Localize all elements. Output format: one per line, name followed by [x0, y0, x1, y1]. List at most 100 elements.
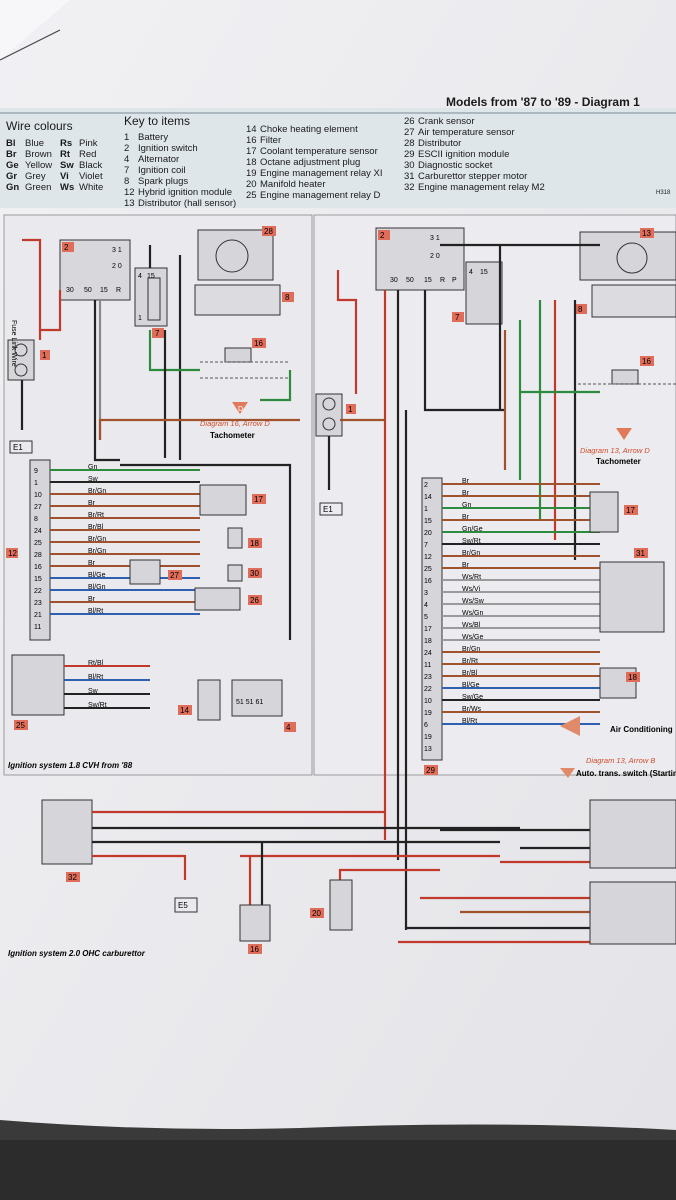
left-module-pins: 9Gn1Sw10Br/Gn27Br8Br/Rt24Br/Bl25Br/Gn28B… [34, 464, 200, 631]
module-pin-number: 22 [424, 686, 432, 693]
svg-text:15: 15 [480, 269, 488, 276]
key-title: Key to items [124, 114, 191, 128]
svg-text:31: 31 [636, 549, 645, 558]
svg-text:1: 1 [138, 315, 142, 322]
module-wire-label: Br/Rt [88, 512, 104, 519]
svg-text:4: 4 [469, 269, 473, 276]
svg-text:12: 12 [8, 549, 17, 558]
wire-colours-title: Wire colours [6, 119, 73, 133]
module-pin-number: 18 [424, 638, 432, 645]
module-pin-number: 11 [424, 662, 431, 669]
module-pin-number: 19 [424, 734, 432, 741]
left-sensors: 17 18 27 30 26 14 51 51 61 4 [129, 484, 296, 732]
svg-text:13: 13 [642, 229, 651, 238]
svg-text:2: 2 [380, 231, 385, 240]
svg-text:20: 20 [312, 909, 321, 918]
right-wires [327, 243, 600, 930]
module-wire-label: Br/Gn [88, 536, 106, 543]
relay-wire-label: Rt/Bl [88, 660, 104, 667]
svg-text:30: 30 [66, 287, 74, 294]
module-pin-number: 13 [424, 746, 432, 753]
module-pin-number: 6 [424, 722, 428, 729]
module-wire-label: Br/Bl [88, 524, 104, 531]
module-pin-number: 16 [34, 564, 42, 571]
svg-text:7: 7 [155, 329, 160, 338]
module-pin-number: 7 [424, 542, 428, 549]
module-wire-label: Bl/Rt [462, 718, 477, 725]
module-pin-number: 2 [424, 482, 428, 489]
module-wire-label: Br [462, 490, 470, 497]
right-caption: Ignition system 2.0 OHC carburettor [8, 949, 146, 958]
left-diagram-ref: Diagram 16, Arrow D [200, 419, 270, 428]
air-conditioning-label: Air Conditioning [610, 725, 673, 734]
relay-wire-label: Sw [88, 688, 99, 695]
svg-text:18: 18 [628, 673, 637, 682]
left-earth-label: E1 [13, 443, 23, 452]
svg-text:51 51 61: 51 51 61 [236, 699, 263, 706]
module-wire-label: Br [88, 560, 96, 567]
module-pin-number: 24 [424, 650, 432, 657]
svg-text:1: 1 [348, 405, 353, 414]
module-pin-number: 25 [34, 540, 42, 547]
left-wires [20, 238, 300, 640]
svg-text:4: 4 [286, 723, 291, 732]
svg-text:16: 16 [642, 357, 651, 366]
left-tachometer-label: Tachometer [210, 431, 255, 440]
svg-text:27: 27 [170, 571, 179, 580]
ref-code: H318 [656, 190, 671, 196]
bottom-components: E5 16 20 [174, 799, 676, 954]
module-wire-label: Br [88, 500, 96, 507]
bottom-wires [92, 810, 590, 944]
distributor-right: 13 8 [575, 228, 676, 318]
svg-text:29: 29 [426, 766, 435, 775]
relay-wire-label: Bl/Rt [88, 674, 103, 681]
module-wire-label: Ws/Rt [462, 574, 481, 581]
module-pin-number: 19 [424, 710, 432, 717]
module-pin-number: 1 [424, 506, 428, 513]
svg-text:25: 25 [16, 721, 25, 730]
module-wire-label: Br [88, 596, 96, 603]
relay-m2: 32 [41, 799, 93, 882]
right-components: 17 31 18 [560, 491, 665, 778]
svg-text:3 1: 3 1 [112, 247, 122, 254]
diagram-title: Models from '87 to '89 - Diagram 1 [446, 95, 640, 109]
auto-trans-label: Auto. trans. switch (Starting and chargi… [576, 769, 676, 778]
svg-text:15: 15 [424, 277, 432, 284]
module-wire-label: Br/Ws [462, 706, 482, 713]
auto-trans-ref: Diagram 13, Arrow B [586, 756, 655, 765]
module-wire-label: Br [462, 514, 470, 521]
module-wire-label: Br/Gn [462, 646, 480, 653]
svg-text:50: 50 [84, 287, 92, 294]
module-pin-number: 12 [424, 554, 432, 561]
hybrid-ignition-module: 12 [6, 459, 51, 641]
svg-text:15: 15 [147, 273, 155, 280]
right-diagram-ref: Diagram 13, Arrow D [580, 446, 650, 455]
module-wire-label: Br/Gn [462, 550, 480, 557]
svg-text:50: 50 [406, 277, 414, 284]
svg-text:1: 1 [42, 351, 47, 360]
module-wire-label: Bl/Rt [88, 608, 103, 615]
svg-text:16: 16 [250, 945, 259, 954]
module-wire-label: Ws/Sw [462, 598, 485, 605]
svg-text:32: 32 [68, 873, 77, 882]
relay-wire-label: Sw/Rt [88, 702, 107, 709]
